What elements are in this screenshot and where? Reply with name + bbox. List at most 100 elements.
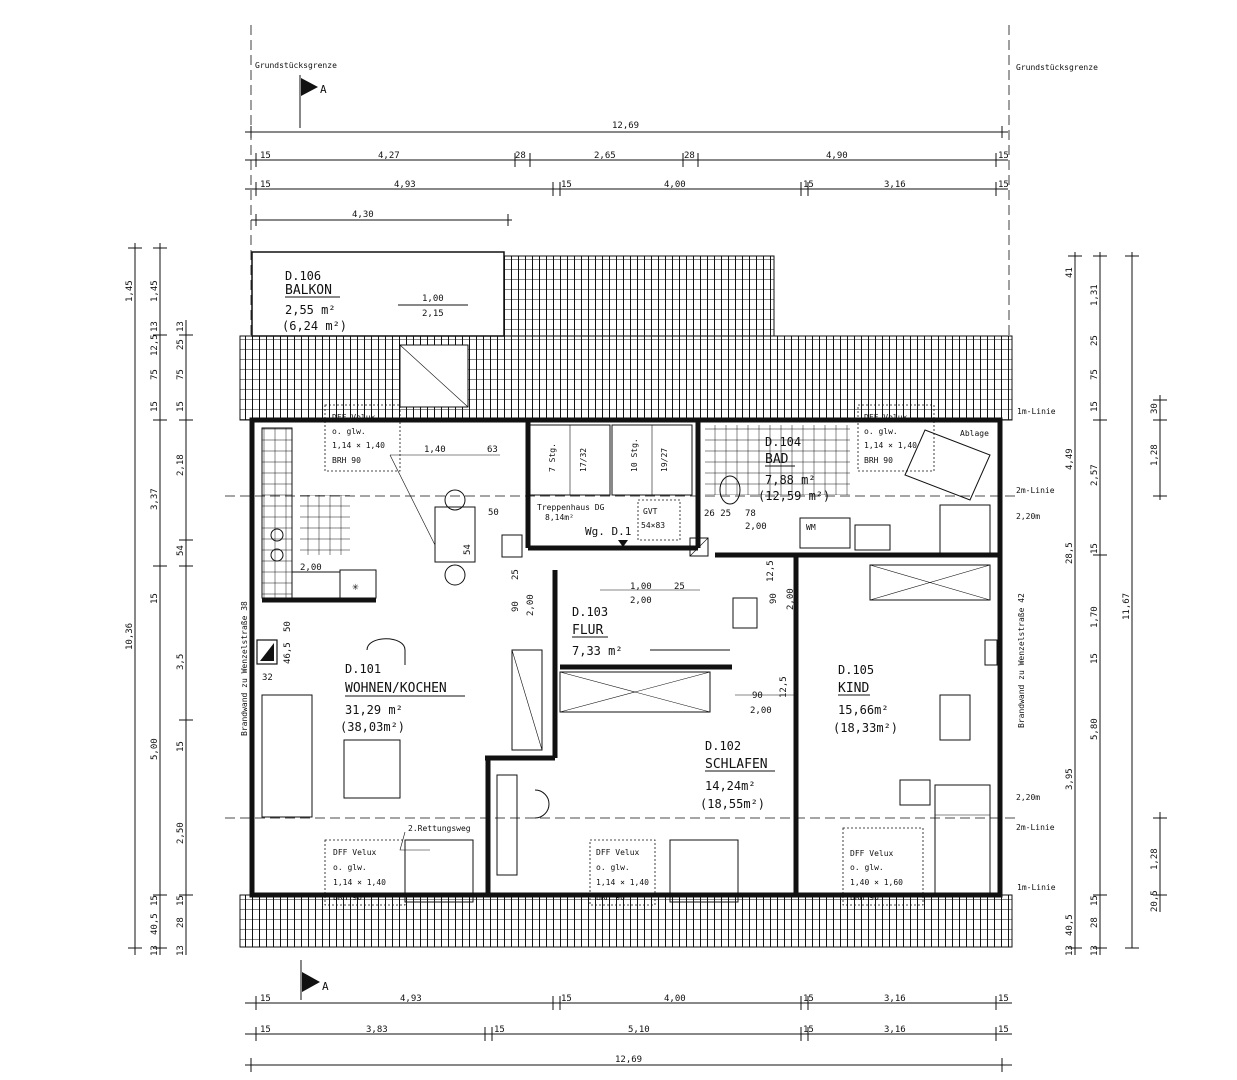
svg-text:WM: WM bbox=[806, 523, 816, 532]
svg-text:3,83: 3,83 bbox=[366, 1025, 388, 1035]
svg-text:1,40: 1,40 bbox=[424, 445, 446, 455]
svg-text:46,5: 46,5 bbox=[283, 642, 293, 664]
svg-text:2,00: 2,00 bbox=[786, 588, 796, 610]
wohnen-area-total: (38,03m²) bbox=[340, 720, 405, 734]
schlafen-id: D.102 bbox=[705, 739, 741, 753]
bad-id: D.104 bbox=[765, 435, 801, 449]
svg-text:BRH 90: BRH 90 bbox=[333, 893, 362, 902]
svg-text:15: 15 bbox=[176, 401, 186, 412]
svg-text:3,16: 3,16 bbox=[884, 1025, 906, 1035]
svg-text:Ablage: Ablage bbox=[960, 429, 989, 438]
wohnen-name: WOHNEN/KOCHEN bbox=[345, 681, 447, 696]
stairwell: 7 Stg. 17/32 10 Stg. 19/27 Treppenhaus D… bbox=[501, 424, 709, 558]
svg-text:1,14 × 1,40: 1,14 × 1,40 bbox=[333, 878, 386, 887]
svg-text:GVT: GVT bbox=[643, 507, 658, 516]
svg-text:13: 13 bbox=[176, 321, 186, 332]
svg-text:o. glw.: o. glw. bbox=[332, 427, 366, 436]
svg-text:5,80: 5,80 bbox=[1090, 718, 1100, 740]
svg-text:15: 15 bbox=[260, 180, 271, 190]
svg-text:1,14 × 1,40: 1,14 × 1,40 bbox=[596, 878, 649, 887]
svg-text:4,27: 4,27 bbox=[378, 151, 400, 161]
svg-text:1,14 × 1,40: 1,14 × 1,40 bbox=[864, 441, 917, 450]
kind-id: D.105 bbox=[838, 663, 874, 677]
svg-text:2m-Linie: 2m-Linie bbox=[1016, 823, 1055, 832]
svg-text:40,5: 40,5 bbox=[1065, 914, 1075, 936]
room-schlafen: D.102 SCHLAFEN 14,24m² (18,55m²) 90 2,00… bbox=[496, 671, 795, 876]
velux-window-1: DFF Velux o. glw. 1,14 × 1,40 BRH 90 bbox=[324, 404, 401, 472]
svg-text:4,93: 4,93 bbox=[400, 994, 422, 1004]
grundstuecksgrenze-right: Grundstücksgrenze bbox=[1016, 63, 1098, 72]
svg-text:2,20m: 2,20m bbox=[1016, 512, 1040, 521]
svg-text:o. glw.: o. glw. bbox=[333, 863, 367, 872]
svg-text:15: 15 bbox=[803, 994, 814, 1004]
svg-text:15: 15 bbox=[998, 994, 1009, 1004]
schlafen-area-total: (18,55m²) bbox=[700, 797, 765, 811]
room-flur: D.103 FLUR 7,33 m² 1,00 2,00 25 90 2,00 … bbox=[511, 560, 796, 751]
svg-text:12,5: 12,5 bbox=[766, 560, 776, 582]
svg-text:28: 28 bbox=[176, 917, 186, 928]
kind-name: KIND bbox=[838, 681, 869, 696]
svg-text:2,00: 2,00 bbox=[300, 563, 322, 573]
dim-total-top: 12,69 bbox=[612, 121, 639, 131]
svg-text:BRH 90: BRH 90 bbox=[596, 893, 625, 902]
svg-text:90: 90 bbox=[752, 691, 763, 701]
svg-text:2,20m: 2,20m bbox=[1016, 793, 1040, 802]
bad-area-total: (12,59 m²) bbox=[758, 489, 830, 503]
room-kind: D.105 KIND 15,66m² (18,33m²) bbox=[833, 564, 998, 894]
svg-text:1,45: 1,45 bbox=[150, 280, 160, 302]
dim-total-bottom: 12,69 bbox=[615, 1055, 642, 1065]
svg-text:13: 13 bbox=[1090, 945, 1100, 956]
svg-text:25: 25 bbox=[176, 339, 186, 350]
svg-text:13: 13 bbox=[150, 321, 160, 332]
svg-text:32: 32 bbox=[262, 673, 273, 683]
svg-text:8,14m²: 8,14m² bbox=[545, 513, 574, 522]
wg-label: Wg. D.1 bbox=[585, 525, 631, 538]
svg-text:2,57: 2,57 bbox=[1090, 464, 1100, 486]
svg-text:30: 30 bbox=[1150, 403, 1160, 414]
svg-text:90: 90 bbox=[511, 601, 521, 612]
room-wohnen-kochen: D.101 WOHNEN/KOCHEN 31,29 m² (38,03m²) 1… bbox=[256, 445, 500, 851]
svg-text:15: 15 bbox=[176, 895, 186, 906]
svg-text:2.Rettungsweg: 2.Rettungsweg bbox=[408, 824, 471, 833]
svg-text:50: 50 bbox=[488, 508, 499, 518]
svg-text:BRH 90: BRH 90 bbox=[850, 893, 879, 902]
svg-text:1,14 × 1,40: 1,14 × 1,40 bbox=[332, 441, 385, 450]
svg-text:15: 15 bbox=[150, 401, 160, 412]
svg-text:DFF Velux: DFF Velux bbox=[596, 848, 640, 857]
walls bbox=[249, 417, 1003, 898]
svg-text:12,5: 12,5 bbox=[150, 334, 160, 356]
brandwand-left: Brandwand zu Wenzelstraße 38 bbox=[240, 601, 249, 736]
svg-text:54: 54 bbox=[463, 544, 473, 555]
svg-text:15: 15 bbox=[803, 1025, 814, 1035]
schlafen-area: 14,24m² bbox=[705, 779, 756, 793]
svg-text:78: 78 bbox=[745, 509, 756, 519]
svg-text:2,00: 2,00 bbox=[745, 522, 767, 532]
dimension-chain-right: 41 40,5 13 1,31 25 75 15 2,57 15 1,70 15… bbox=[1065, 252, 1167, 956]
svg-text:BRH 90: BRH 90 bbox=[864, 456, 893, 465]
roof-eave-bottom bbox=[239, 894, 1013, 948]
svg-text:3,95: 3,95 bbox=[1065, 768, 1075, 790]
svg-text:15: 15 bbox=[150, 895, 160, 906]
svg-text:5,00: 5,00 bbox=[150, 738, 160, 760]
svg-text:15: 15 bbox=[1090, 895, 1100, 906]
svg-text:12,5: 12,5 bbox=[779, 676, 789, 698]
svg-text:15: 15 bbox=[176, 741, 186, 752]
svg-text:o. glw.: o. glw. bbox=[864, 427, 898, 436]
svg-text:1,00: 1,00 bbox=[422, 294, 444, 304]
svg-text:4,90: 4,90 bbox=[826, 151, 848, 161]
svg-text:15: 15 bbox=[150, 593, 160, 604]
velux-window-2: DFF Velux o. glw. 1,14 × 1,40 BRH 90 bbox=[857, 404, 935, 472]
svg-text:4,30: 4,30 bbox=[352, 210, 374, 220]
svg-text:90: 90 bbox=[769, 593, 779, 604]
svg-text:1,28: 1,28 bbox=[1150, 848, 1160, 870]
svg-text:4,00: 4,00 bbox=[664, 994, 686, 1004]
dimension-chain-bottom: 15 4,93 15 4,00 15 3,16 15 15 3,83 15 5,… bbox=[245, 994, 1012, 1072]
svg-text:DFF Velux: DFF Velux bbox=[864, 413, 908, 422]
svg-text:1m-Linie: 1m-Linie bbox=[1017, 883, 1056, 892]
svg-text:50: 50 bbox=[283, 621, 293, 632]
svg-text:4,93: 4,93 bbox=[394, 180, 416, 190]
svg-text:40,5: 40,5 bbox=[150, 913, 160, 935]
svg-text:75: 75 bbox=[150, 369, 160, 380]
svg-text:28: 28 bbox=[684, 151, 695, 161]
